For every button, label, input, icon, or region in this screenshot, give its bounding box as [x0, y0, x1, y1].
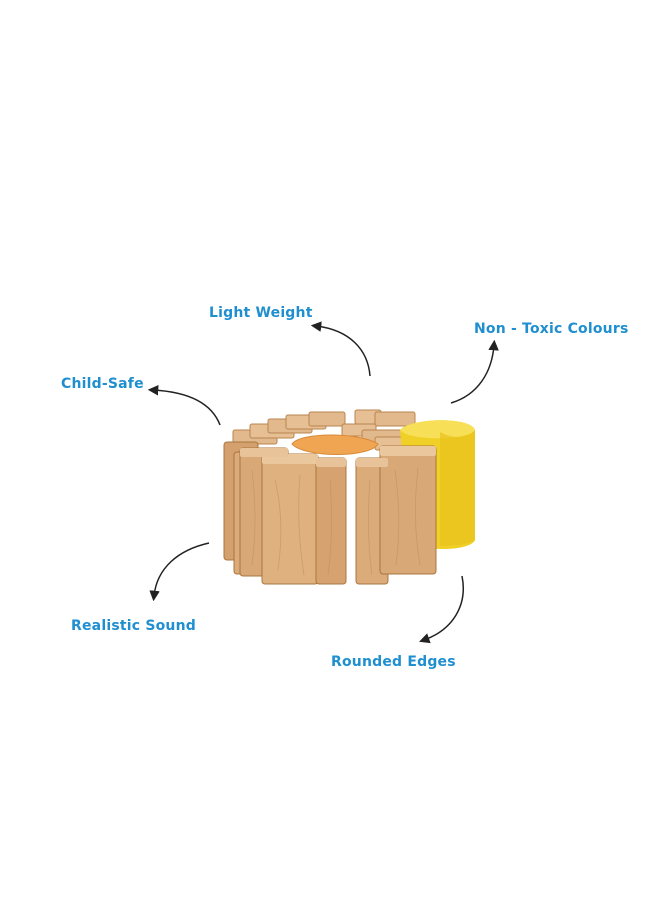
feature-label-rounded-edges: Rounded Edges — [331, 654, 456, 670]
arrow-realistic-sound — [149, 542, 210, 602]
feature-label-child-safe: Child-Safe — [61, 376, 144, 392]
feature-label-realistic-sound: Realistic Sound — [71, 618, 196, 634]
front-blocks — [223, 441, 437, 585]
back-blocks — [232, 409, 432, 451]
feature-label-light-weight: Light Weight — [209, 305, 313, 321]
arrow-rounded-edges — [419, 575, 464, 644]
arrow-child-safe — [147, 385, 221, 426]
arrow-light-weight — [310, 321, 371, 377]
wooden-block-toy — [223, 409, 475, 585]
arrow-non-toxic — [450, 339, 499, 404]
orange-centre-block — [291, 434, 379, 455]
feature-label-non-toxic: Non - Toxic Colours — [474, 321, 629, 337]
